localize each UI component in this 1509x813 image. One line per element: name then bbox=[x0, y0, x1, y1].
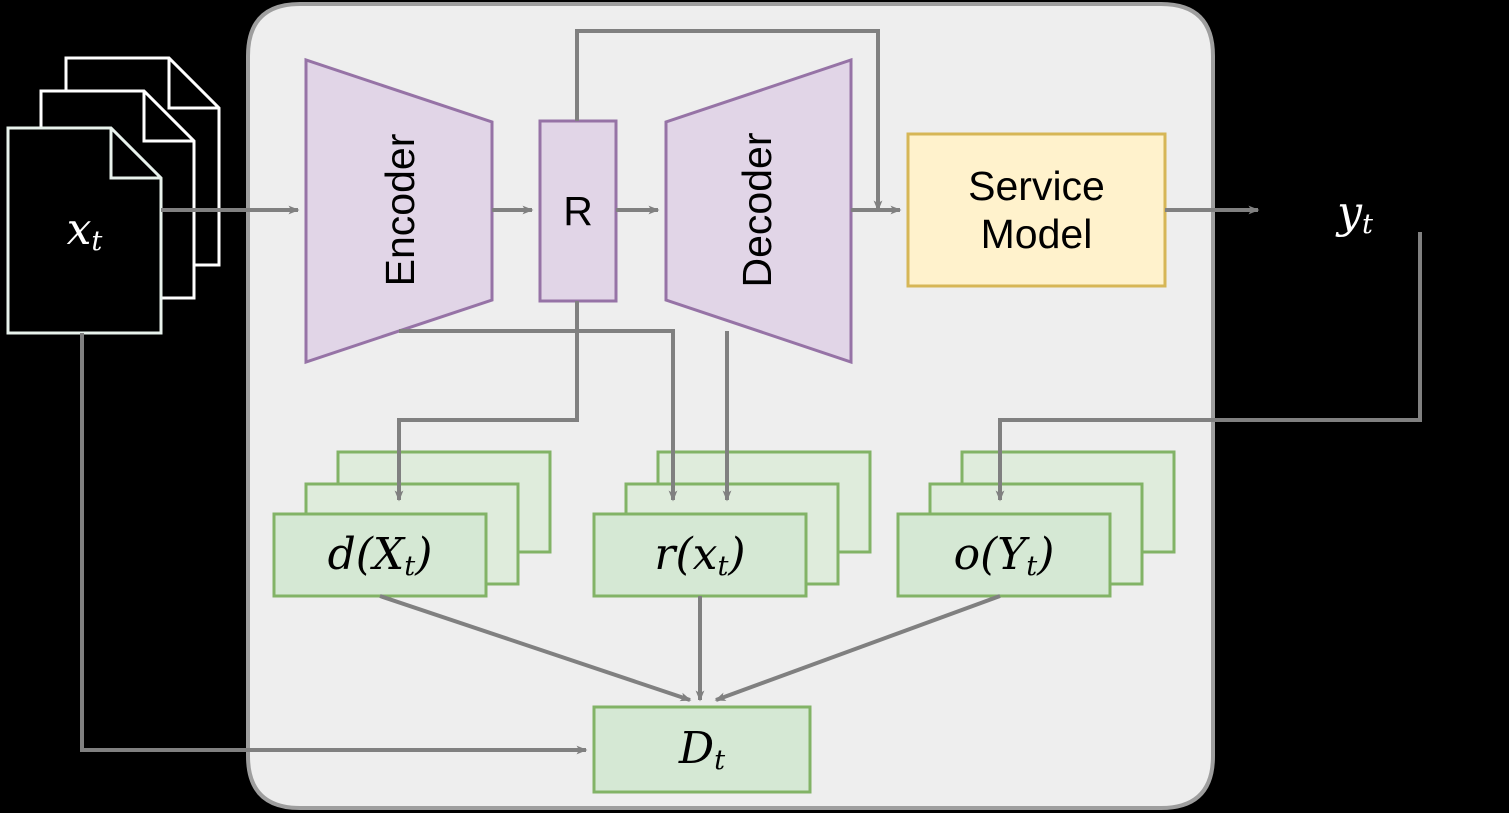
edge-detector-o-to-drift bbox=[714, 594, 1001, 702]
drift-score-shape bbox=[592, 705, 812, 794]
service-model-shape bbox=[906, 132, 1167, 288]
edge-bottleneck-skip-to-service bbox=[575, 29, 883, 212]
detector-r-stack bbox=[592, 450, 872, 598]
edge-bottleneck-to-detector-r bbox=[577, 329, 678, 502]
detector-d-stack bbox=[272, 450, 552, 598]
bottleneck-shape bbox=[538, 119, 618, 303]
edge-input-to-drift bbox=[80, 333, 588, 755]
edge-encoder-to-detector-d bbox=[394, 331, 579, 502]
encoder-shape bbox=[304, 57, 494, 365]
detector-o-stack bbox=[896, 450, 1176, 598]
input-document-stack bbox=[6, 56, 221, 335]
edge-detector-d-to-drift bbox=[379, 594, 692, 702]
input-document-front bbox=[6, 126, 163, 335]
edge-output-to-detector-o bbox=[995, 232, 1422, 502]
decoder-shape bbox=[664, 57, 853, 365]
